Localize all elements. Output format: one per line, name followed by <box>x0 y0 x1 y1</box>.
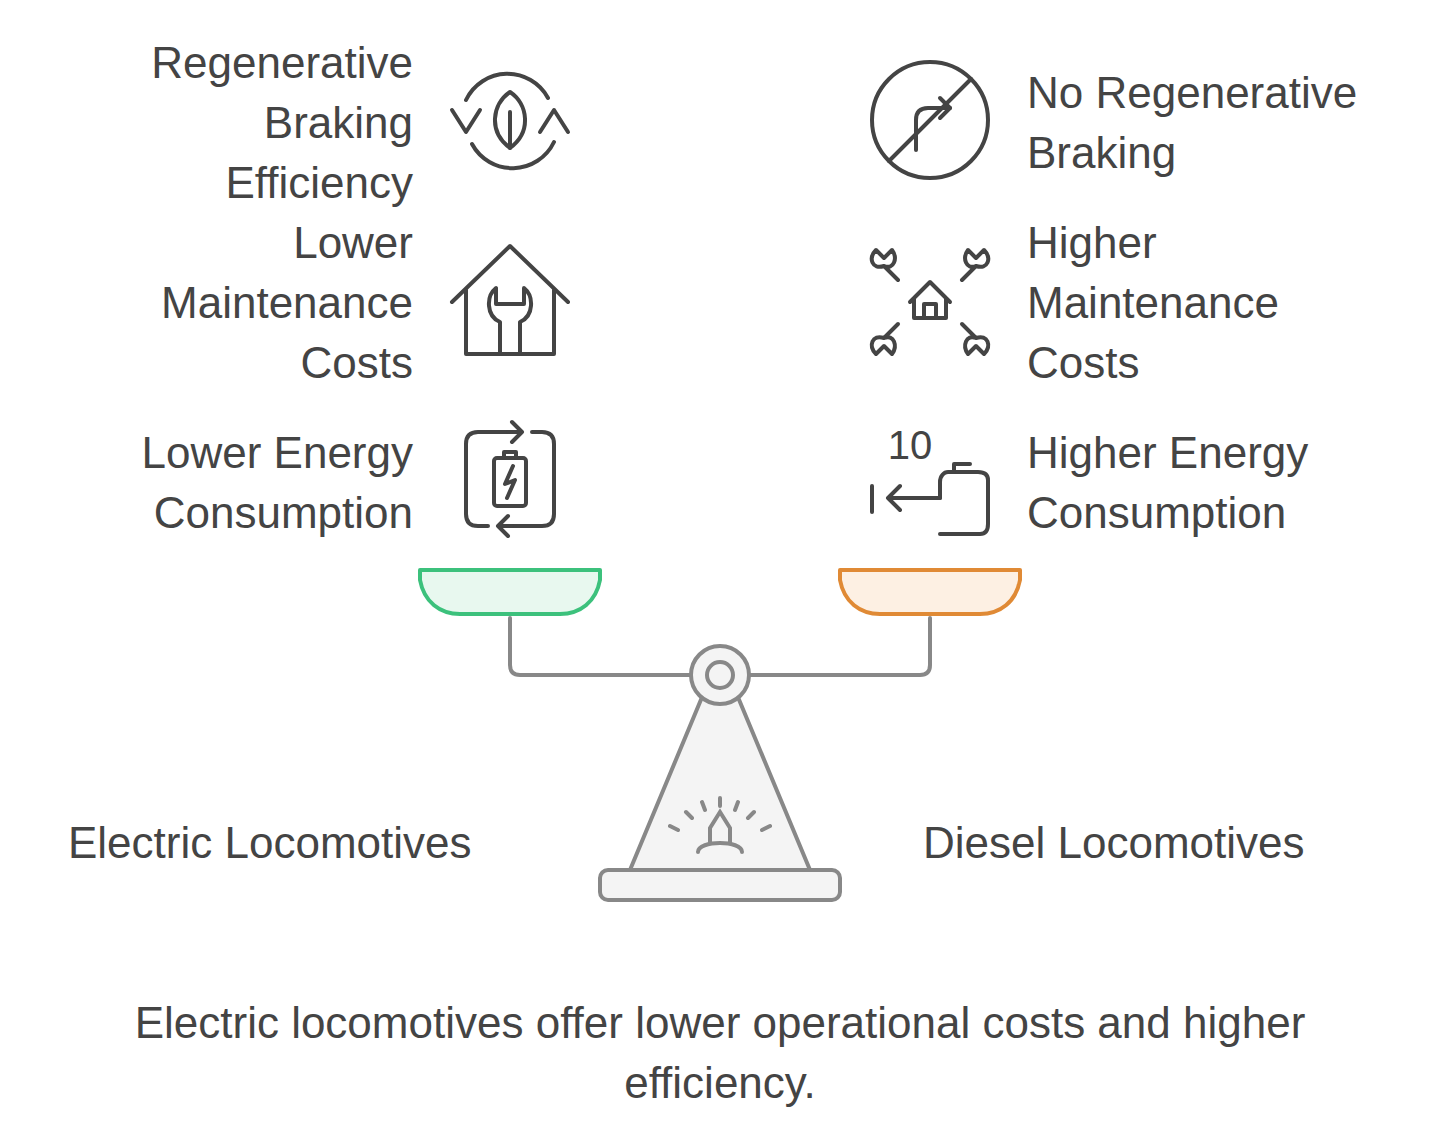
recycle-leaf-icon <box>452 74 568 168</box>
battery-cycle-icon <box>466 422 554 536</box>
icon-number: 10 <box>870 415 950 475</box>
house-wrench-icon <box>452 246 568 354</box>
drawback-label: Higher Energy Consumption <box>1027 423 1397 543</box>
benefit-label: Lower Maintenance Costs <box>100 213 413 393</box>
caption: Electric locomotives offer lower operati… <box>40 993 1400 1113</box>
no-sign-icon <box>872 62 988 178</box>
benefit-label: Regenerative Braking Efficiency <box>100 33 413 213</box>
benefit-label: Lower Energy Consumption <box>100 423 413 543</box>
drawback-label: No Regenerative Braking <box>1027 63 1397 183</box>
fuel-can-icon <box>872 464 988 534</box>
drawback-label: Higher Maintenance Costs <box>1027 213 1397 393</box>
wrenches-house-icon <box>872 250 988 354</box>
side-label: Diesel Locomotives <box>923 813 1423 873</box>
side-label: Electric Locomotives <box>68 813 568 873</box>
